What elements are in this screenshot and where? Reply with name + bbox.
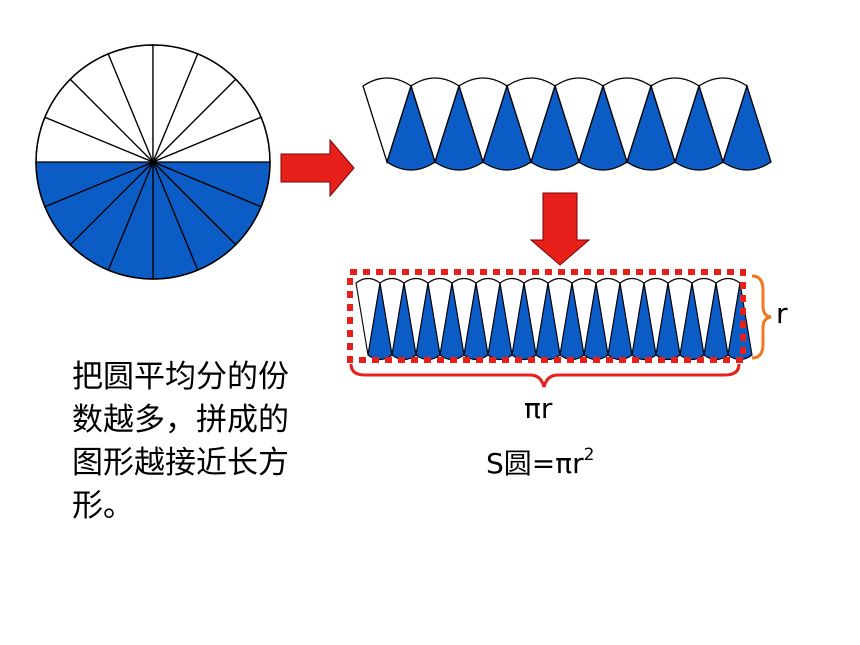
down-arrow [529,192,591,266]
area-formula-text: S圆=πr [486,447,584,480]
length-label: πr [524,392,553,425]
rectangle-outline [347,269,746,363]
caption-line: 数越多，拼成的 [72,402,289,438]
divided-circle [35,44,271,280]
explanation-text: 把圆平均分的份 数越多，拼成的 图形越接近长方 形。 [72,356,312,528]
rearranged-strip [362,77,772,171]
length-brace [349,363,741,388]
area-exponent: 2 [583,445,595,465]
near-rectangle [355,277,753,361]
radius-brace [751,274,772,360]
caption-line: 图形越接近长方 [72,445,289,481]
circle-outline [35,44,271,280]
radius-label: r [776,297,788,330]
right-arrow [280,138,355,198]
caption-line: 形。 [72,488,134,524]
caption-line: 把圆平均分的份 [72,359,289,395]
blue-sector [722,83,772,171]
area-formula: S圆=πr2 [486,442,594,482]
